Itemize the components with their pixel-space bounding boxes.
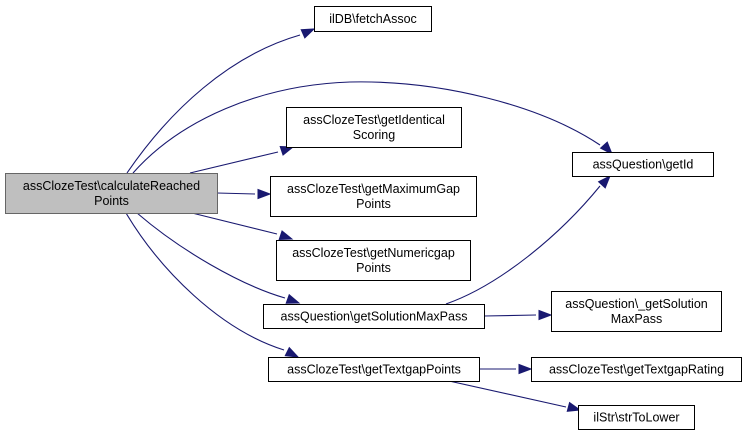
node-box [270, 176, 477, 217]
edge-calc-to-getId [132, 81, 613, 174]
node-getSolMaxPass[interactable]: assQuestion\getSolutionMaxPass [263, 304, 485, 329]
edge-calc-to-getSolMaxPass [136, 212, 301, 304]
node-box [551, 291, 722, 332]
node-label: assQuestion\_getSolution [565, 297, 708, 311]
node-label: Points [356, 197, 391, 211]
nodes-layer: assClozeTest\calculateReachedPointsilDB\… [5, 6, 742, 430]
node-label: assClozeTest\calculateReached [23, 179, 200, 193]
edge-line [445, 185, 601, 305]
edge-calc-to-getTextgap [125, 212, 300, 358]
node-getId[interactable]: assQuestion\getId [572, 152, 714, 177]
node-fetchAssoc[interactable]: ilDB\fetchAssoc [314, 6, 432, 32]
edge-getTextgap-to-getTextgapRating [479, 363, 533, 375]
edge-line [132, 81, 601, 174]
arrowhead-icon [599, 141, 613, 156]
node-getTextgap[interactable]: assClozeTest\getTextgapPoints [268, 357, 480, 382]
node-box [276, 240, 471, 281]
node-label: ilStr\strToLower [593, 411, 679, 425]
arrowhead-icon [257, 188, 272, 200]
node-_getSolMaxPass[interactable]: assQuestion\_getSolutionMaxPass [551, 291, 722, 332]
node-label: assClozeTest\getTextgapRating [549, 363, 724, 377]
node-label: assClozeTest\getIdentical [303, 113, 445, 127]
node-box [531, 357, 742, 382]
node-getTextgapRating[interactable]: assClozeTest\getTextgapRating [531, 357, 742, 382]
edge-getTextgap-to-strToLower [448, 380, 582, 412]
edge-line [126, 34, 301, 174]
edge-line [448, 380, 567, 408]
node-label: Points [94, 194, 129, 208]
node-box [268, 357, 480, 382]
edge-calc-to-getIdentical [189, 145, 295, 174]
edge-line [189, 151, 279, 174]
node-box [5, 173, 218, 214]
node-label: assQuestion\getId [593, 158, 694, 172]
edge-line [125, 212, 285, 351]
node-box [314, 6, 432, 32]
node-label: assClozeTest\getNumericgap [292, 246, 455, 260]
edge-line [191, 212, 278, 235]
edge-calc-to-getNumericgap [191, 212, 294, 241]
edge-line [216, 192, 256, 195]
node-label: Points [356, 261, 391, 275]
arrowhead-icon [285, 293, 301, 304]
node-label: MaxPass [611, 312, 662, 326]
arrowhead-icon [597, 174, 611, 189]
edge-line [483, 314, 537, 317]
node-box [263, 304, 485, 329]
arrowhead-icon [518, 363, 533, 375]
edge-calc-to-fetchAssoc [126, 28, 316, 174]
edge-getSolMaxPass-to-getId [445, 174, 611, 305]
node-label: assQuestion\getSolutionMaxPass [281, 310, 468, 324]
arrowhead-icon [278, 230, 294, 241]
node-label: assClozeTest\getMaximumGap [287, 182, 460, 196]
node-box [286, 107, 462, 148]
node-strToLower[interactable]: ilStr\strToLower [578, 405, 695, 430]
arrowhead-icon [538, 309, 553, 321]
edge-getSolMaxPass-to-_getSolMaxPass [483, 309, 553, 321]
node-box [572, 152, 714, 177]
edges-layer [125, 28, 613, 412]
edge-line [136, 212, 286, 299]
node-label: Scoring [353, 128, 395, 142]
node-label: assClozeTest\getTextgapPoints [287, 363, 461, 377]
arrowhead-icon [566, 401, 582, 412]
node-label: ilDB\fetchAssoc [329, 12, 417, 26]
arrowhead-icon [300, 28, 316, 39]
arrowhead-icon [284, 346, 300, 358]
node-box [578, 405, 695, 430]
edge-calc-to-getMaxGap [216, 188, 272, 200]
